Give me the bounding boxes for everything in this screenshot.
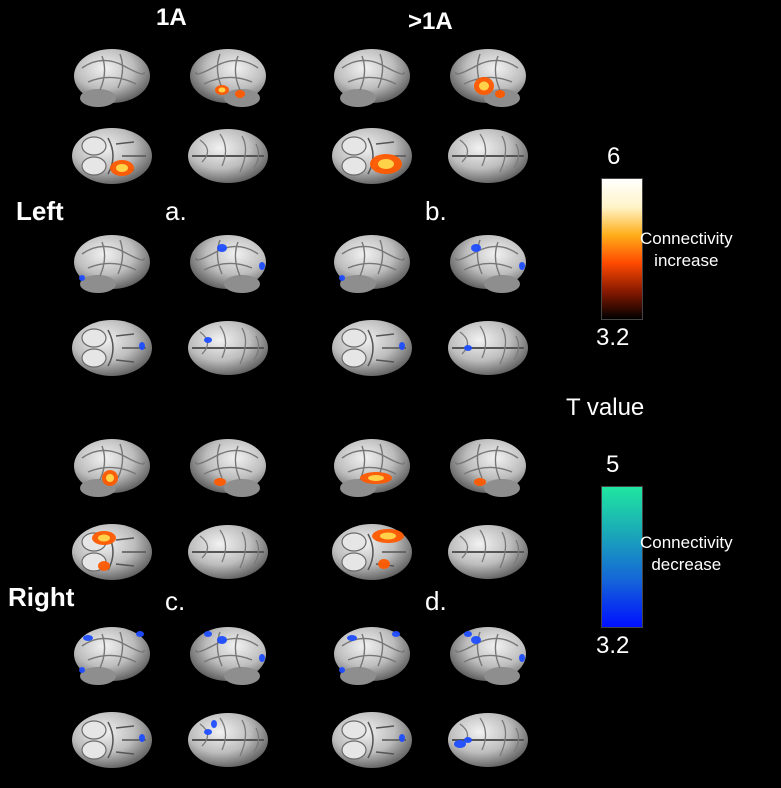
left-gt1a-inc-medial bbox=[450, 49, 526, 107]
hemisphere-label-right: Right bbox=[8, 582, 75, 612]
right-gt1a-dec-medial bbox=[450, 627, 526, 685]
column-header-gt1a: >1A bbox=[408, 8, 453, 35]
increase-min-label: 3.2 bbox=[596, 324, 630, 351]
left-gt1a-dec-medial bbox=[450, 235, 526, 293]
decrease-caption: Connectivity decrease bbox=[640, 532, 733, 576]
right-gt1a-inc-lateral bbox=[334, 439, 410, 497]
right-gt1a-inc-superior bbox=[448, 525, 528, 579]
right-1a-dec-inferior bbox=[72, 712, 152, 768]
left-1a-dec-lateral bbox=[74, 235, 150, 293]
left-gt1a-dec-inferior bbox=[332, 320, 412, 376]
left-gt1a-dec-superior bbox=[448, 321, 528, 375]
right-gt1a-dec-superior bbox=[448, 713, 528, 767]
left-gt1a-dec-lateral bbox=[334, 235, 410, 293]
panel-label-a: a. bbox=[165, 196, 187, 226]
panel-label-d: d. bbox=[425, 586, 447, 616]
increase-caption-line1: Connectivity bbox=[640, 229, 733, 248]
column-header-1a: 1A bbox=[156, 4, 187, 31]
right-1a-dec-lateral bbox=[74, 627, 150, 685]
panel-label-b: b. bbox=[425, 196, 447, 226]
hemisphere-label-left: Left bbox=[16, 196, 64, 226]
right-1a-dec-medial bbox=[190, 627, 266, 685]
left-1a-dec-inferior bbox=[72, 320, 152, 376]
right-gt1a-dec-lateral bbox=[334, 627, 410, 685]
right-gt1a-inc-medial bbox=[450, 439, 526, 497]
left-1a-dec-superior bbox=[188, 321, 268, 375]
left-1a-dec-medial bbox=[190, 235, 266, 293]
right-1a-inc-inferior bbox=[72, 524, 152, 580]
right-1a-inc-lateral bbox=[74, 439, 150, 497]
right-1a-inc-medial bbox=[190, 439, 266, 497]
left-1a-inc-medial bbox=[190, 49, 266, 107]
decrease-max-label: 5 bbox=[606, 451, 620, 478]
decrease-colorbar bbox=[601, 486, 643, 628]
left-1a-inc-inferior bbox=[72, 128, 152, 184]
increase-caption: Connectivity increase bbox=[640, 228, 733, 272]
right-gt1a-dec-inferior bbox=[332, 712, 412, 768]
left-gt1a-inc-superior bbox=[448, 129, 528, 183]
increase-caption-line2: increase bbox=[654, 251, 719, 270]
left-1a-inc-lateral bbox=[74, 49, 150, 107]
decrease-min-label: 3.2 bbox=[596, 632, 630, 659]
left-1a-inc-superior bbox=[188, 129, 268, 183]
right-1a-inc-superior bbox=[188, 525, 268, 579]
right-1a-dec-superior bbox=[188, 713, 268, 767]
left-gt1a-inc-lateral bbox=[334, 49, 410, 107]
decrease-caption-line1: Connectivity bbox=[640, 533, 733, 552]
decrease-caption-line2: decrease bbox=[651, 555, 722, 574]
t-value-label: T value bbox=[566, 394, 645, 421]
left-gt1a-inc-inferior bbox=[332, 128, 412, 184]
right-gt1a-inc-inferior bbox=[332, 524, 412, 580]
panel-label-c: c. bbox=[165, 586, 186, 616]
increase-colorbar bbox=[601, 178, 643, 320]
increase-max-label: 6 bbox=[607, 143, 621, 170]
